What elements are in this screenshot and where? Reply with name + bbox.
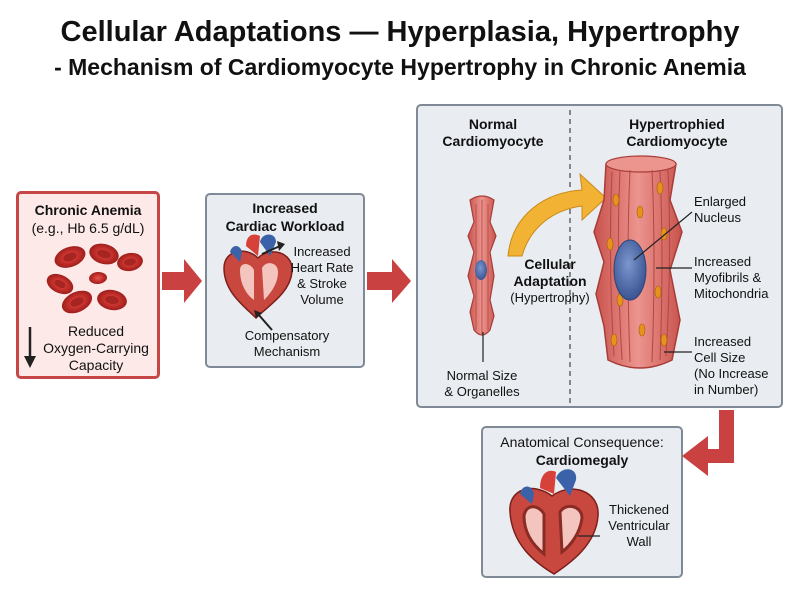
workload-heading-line2: Cardiac Workload: [225, 218, 345, 234]
adaptation-label-line3: (Hypertrophy): [510, 290, 590, 305]
normal-heading-line2: Cardiomyocyte: [442, 133, 544, 149]
cell-size-label-line4: in Number): [694, 382, 759, 397]
down-arrow-icon: [24, 327, 36, 368]
workload-mechanism-line1: Compensatory: [244, 328, 330, 343]
diagram-subtitle: - Mechanism of Cardiomyocyte Hypertrophy…: [54, 54, 746, 80]
compensatory-arrow-icon: [254, 310, 273, 331]
anemia-effect-line1: Reduced: [67, 323, 125, 339]
red-blood-cells-icon: [46, 243, 143, 314]
workload-effect-line2: Heart Rate: [290, 260, 354, 275]
workload-mechanism-line2: Mechanism: [253, 344, 321, 359]
adaptation-label-line2: Adaptation: [513, 273, 587, 289]
anemia-effect-line3: Capacity: [68, 357, 124, 373]
myofibril-label-line3: Mitochondria: [694, 286, 769, 301]
workload-effect-line3: & Stroke: [297, 276, 347, 291]
consequence-result: Cardiomegaly: [535, 452, 629, 468]
heart-rate-arrow-icon: [261, 241, 285, 255]
hypertrophied-cardiomyocyte-cell: [593, 155, 683, 369]
normal-note-line2: & Organelles: [444, 384, 520, 399]
heart-icon: [223, 234, 293, 320]
cardiomegaly-heart-icon: [509, 469, 599, 575]
ventricular-label-line2: Ventricular: [608, 518, 670, 533]
enlarged-nucleus: [613, 239, 647, 301]
workload-effect-line1: Increased: [293, 244, 351, 259]
normal-note-line1: Normal Size: [446, 368, 518, 383]
anemia-heading: Chronic Anemia: [34, 202, 142, 218]
hypertrophied-heading-line1: Hypertrophied: [629, 116, 725, 132]
normal-nucleus: [475, 260, 487, 280]
ventricular-label-line3: Wall: [626, 534, 652, 549]
diagram-title: Cellular Adaptations — Hyperplasia, Hype…: [60, 16, 740, 48]
workload-effect-line4: Volume: [300, 292, 344, 307]
cell-size-label-line2: Cell Size: [694, 350, 746, 365]
normal-cardiomyocyte-cell: [467, 195, 497, 336]
normal-heading-line1: Normal: [468, 116, 518, 132]
anemia-effect-line2: Oxygen-Carrying: [43, 340, 149, 356]
nucleus-label-line1: Enlarged: [694, 194, 747, 209]
nucleus-label-line2: Nucleus: [694, 210, 741, 225]
myofibril-label-line1: Increased: [694, 254, 752, 269]
adaptation-arrow-icon: [507, 172, 607, 257]
hypertrophied-heading-line2: Cardiomyocyte: [626, 133, 728, 149]
arrow-cell-to-consequence: [682, 410, 734, 476]
chronic-anemia-box: [16, 191, 160, 379]
nucleus-pointer: [633, 211, 693, 261]
adaptation-label-line1: Cellular: [524, 256, 576, 272]
cell-size-label-line1: Increased: [694, 334, 752, 349]
arrow-anemia-to-workload: [162, 259, 202, 303]
cell-size-label-line3: (No Increase: [694, 366, 769, 381]
consequence-heading: Anatomical Consequence:: [500, 434, 664, 450]
anemia-example: (e.g., Hb 6.5 g/dL): [31, 220, 145, 236]
workload-heading-line1: Increased: [252, 200, 318, 216]
ventricular-label-line1: Thickened: [609, 502, 669, 517]
myofibril-label-line2: Myofibrils &: [694, 270, 762, 285]
arrow-workload-to-cell: [367, 259, 411, 303]
